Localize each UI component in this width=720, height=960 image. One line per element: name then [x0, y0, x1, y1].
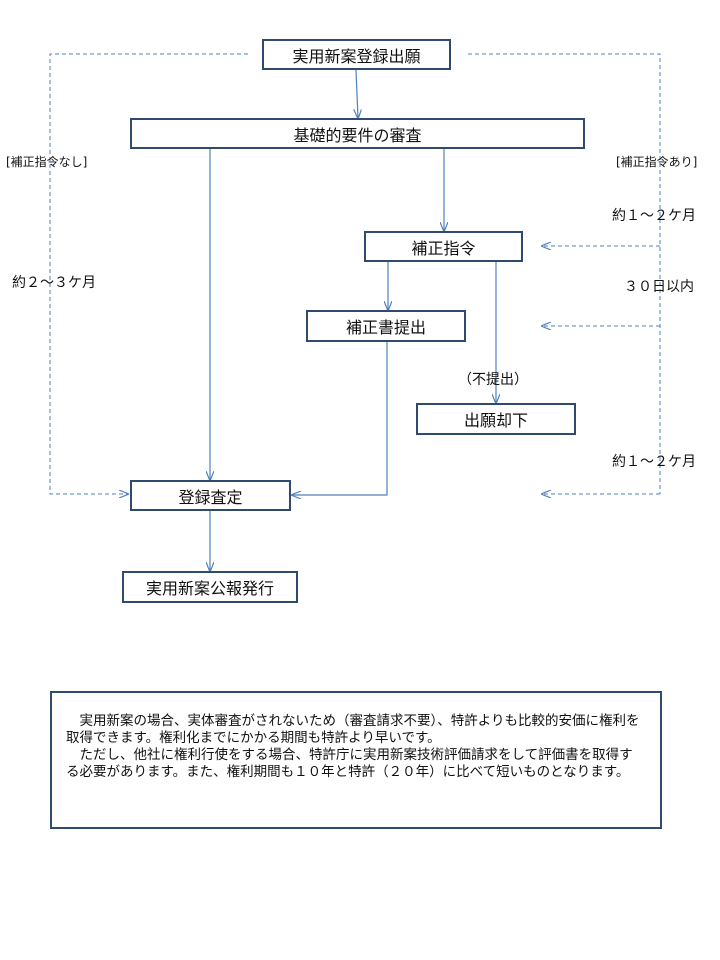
arrow-submit-to-registration — [292, 342, 388, 495]
label-no-order: [補正指令なし] — [6, 155, 88, 169]
label-left-duration: 約２～３ケ月 — [12, 275, 96, 291]
node-amend-order: 補正指令 — [364, 231, 523, 262]
label-not-submitted: （不提出） — [458, 372, 528, 388]
label-right-duration-2: ３０日以内 — [624, 279, 694, 295]
note-box: 実用新案の場合、実体審査がされないため（審査請求不要）、特許よりも比較的安価に権… — [50, 691, 662, 829]
arrow-filing-to-exam — [356, 69, 358, 118]
node-registration: 登録査定 — [130, 480, 291, 511]
label-right-duration-3: 約１～２ケ月 — [612, 454, 696, 470]
node-basic-exam: 基礎的要件の審査 — [130, 118, 585, 149]
dashed-with-order-path — [468, 53, 661, 494]
label-right-duration-1: 約１～２ケ月 — [612, 208, 696, 224]
note-paragraph-2: ただし、他社に権利行使をする場合、特許庁に実用新案技術評価請求をして評価書を取得… — [66, 747, 633, 780]
note-paragraph-1: 実用新案の場合、実体審査がされないため（審査請求不要）、特許よりも比較的安価に権… — [66, 713, 640, 746]
node-filing: 実用新案登録出願 — [262, 39, 451, 70]
node-amend-submit: 補正書提出 — [306, 310, 466, 342]
label-with-order: [補正指令あり] — [616, 155, 698, 169]
node-publication: 実用新案公報発行 — [122, 571, 298, 603]
node-rejection: 出願却下 — [416, 403, 576, 435]
dashed-no-order-path — [49, 53, 248, 494]
